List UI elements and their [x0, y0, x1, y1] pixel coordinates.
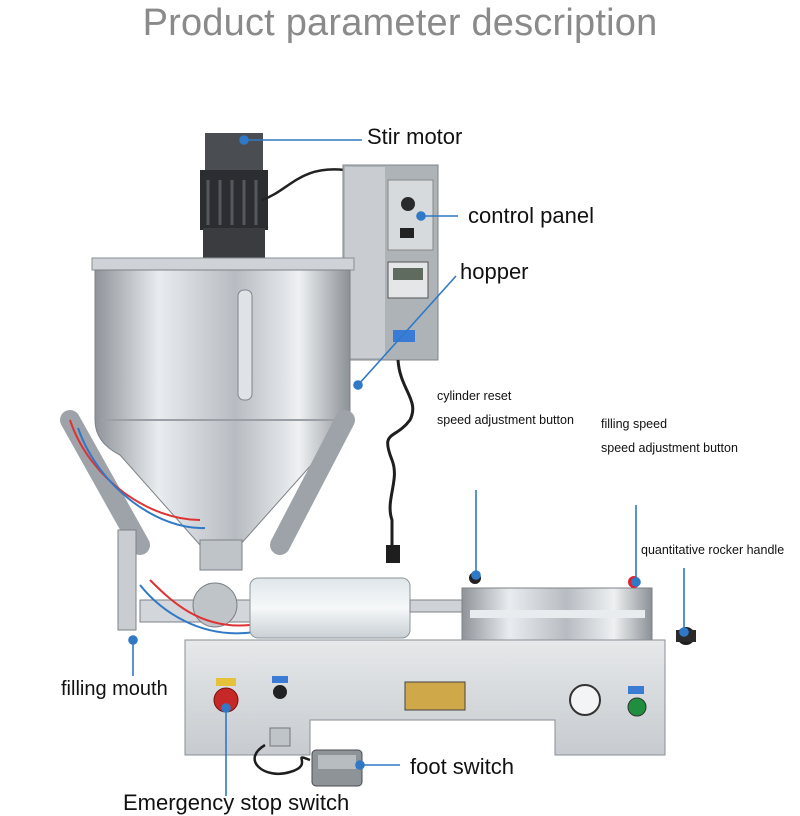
- stir-motor: [200, 133, 268, 260]
- filling-cylinder: [249, 572, 696, 645]
- label-emergency-stop: Emergency stop switch: [123, 790, 350, 815]
- label-foot-switch: foot switch: [410, 754, 514, 779]
- label-control-panel: control panel: [468, 203, 594, 228]
- machine-base: [184, 639, 666, 756]
- page-title: Product parameter description: [142, 2, 658, 44]
- label-hopper: hopper: [460, 259, 529, 284]
- label-cylinder-reset-speed: speed adjustment button: [437, 413, 574, 427]
- valve-assembly: [117, 529, 261, 635]
- foot-switch-device: [253, 743, 363, 787]
- callout-lines: [128, 135, 689, 796]
- label-filling-speed-adjust: speed adjustment button: [601, 441, 738, 455]
- label-rocker-handle: quantitative rocker handle: [641, 543, 785, 557]
- side-heaters: [60, 410, 355, 555]
- label-cylinder-reset: cylinder reset: [437, 389, 512, 403]
- label-filling-mouth: filling mouth: [61, 678, 168, 700]
- label-filling-speed: filling speed: [601, 417, 668, 431]
- control-panel-box: [342, 164, 439, 361]
- label-stir-motor: Stir motor: [367, 124, 463, 149]
